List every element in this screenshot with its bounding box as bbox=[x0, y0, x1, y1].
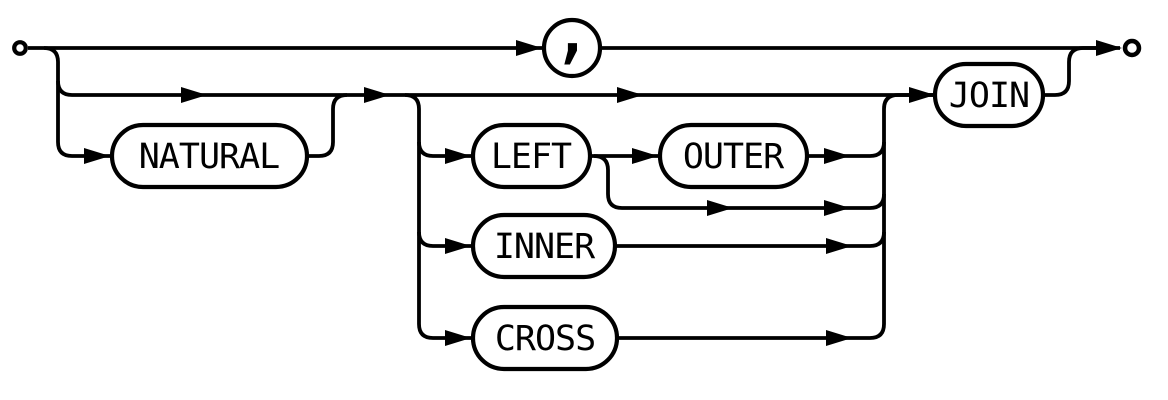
arrow-icon bbox=[824, 148, 850, 164]
arrow-icon bbox=[707, 200, 733, 216]
node-outer: OUTER bbox=[657, 122, 810, 190]
natural-node-shape bbox=[109, 122, 310, 190]
outer-node-shape bbox=[657, 122, 810, 190]
arrowheads bbox=[84, 40, 1122, 346]
arrow-icon bbox=[826, 238, 852, 254]
cross-node-label: CROSS bbox=[495, 319, 595, 359]
rail-skip-outer bbox=[593, 154, 886, 210]
node-cross: CROSS bbox=[470, 304, 620, 372]
arrow-icon bbox=[364, 87, 390, 103]
natural-node-label: NATURAL bbox=[139, 137, 280, 177]
left-node-shape bbox=[470, 122, 593, 190]
rail-join-exit bbox=[1043, 46, 1100, 97]
end-terminal-icon bbox=[1122, 38, 1142, 58]
arrow-icon bbox=[632, 148, 658, 164]
node-join: JOIN bbox=[932, 61, 1046, 129]
arrow-icon bbox=[181, 87, 207, 103]
comma-node-shape bbox=[541, 17, 603, 79]
rail-branch-to-left bbox=[417, 141, 471, 158]
cross-node-shape bbox=[470, 304, 620, 372]
comma-node-label: , bbox=[550, 0, 595, 72]
rail-cross-exit-merge-trunk bbox=[617, 93, 935, 340]
rail-branch-to-inner bbox=[417, 231, 471, 248]
arrow-icon bbox=[445, 330, 471, 346]
node-natural: NATURAL bbox=[109, 122, 310, 190]
inner-node-shape bbox=[470, 212, 618, 280]
join-node-shape bbox=[932, 61, 1046, 129]
node-comma: , bbox=[541, 0, 603, 79]
arrow-icon bbox=[445, 238, 471, 254]
arrow-icon bbox=[826, 330, 852, 346]
rail-branch-trunk-jointype bbox=[404, 93, 471, 340]
arrow-icon bbox=[617, 87, 643, 103]
outer-node-label: OUTER bbox=[683, 137, 785, 177]
arrow-icon bbox=[445, 148, 471, 164]
start-terminal-icon bbox=[12, 40, 28, 56]
arrow-icon bbox=[84, 148, 110, 164]
rail-branch-trunk-natural bbox=[43, 46, 110, 158]
rail-skip-natural-line bbox=[56, 80, 935, 97]
rails bbox=[28, 46, 1120, 340]
arrow-icon bbox=[516, 40, 542, 56]
join-node-label: JOIN bbox=[949, 76, 1029, 116]
node-inner: INNER bbox=[470, 212, 618, 280]
node-left: LEFT bbox=[470, 122, 593, 190]
left-node-label: LEFT bbox=[491, 137, 572, 177]
inner-node-label: INNER bbox=[494, 227, 596, 267]
arrow-icon bbox=[1096, 40, 1122, 56]
arrow-icon bbox=[824, 200, 850, 216]
arrow-icon bbox=[909, 87, 935, 103]
rail-natural-exit bbox=[307, 93, 348, 158]
rail-outer-exit bbox=[807, 141, 886, 158]
